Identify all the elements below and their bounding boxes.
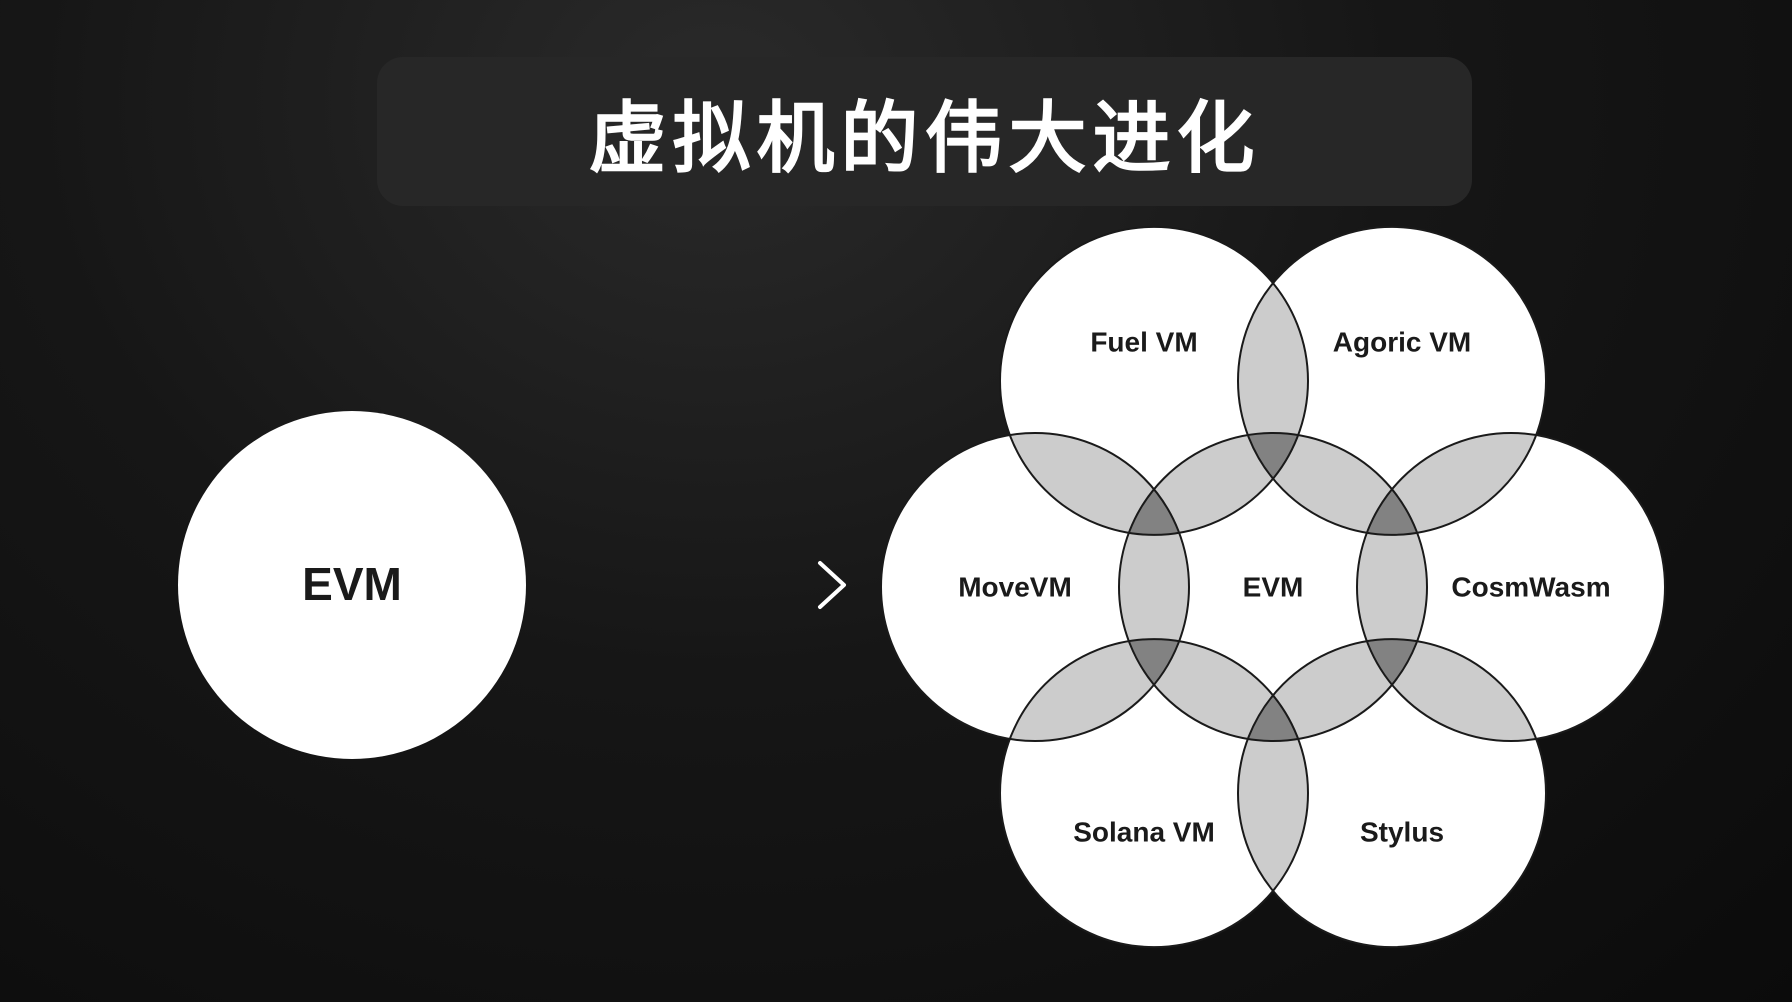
circle-outline [880, 432, 1190, 742]
title-banner: 虚拟机的伟大进化 [377, 57, 1472, 206]
circle-outline [1118, 432, 1428, 742]
circle-outline [1237, 225, 1547, 536]
label-petal-5: MoveVM [958, 571, 1072, 602]
circle-petal-5 [881, 433, 1189, 741]
overlap-region [1238, 433, 1427, 535]
circle-outline [999, 638, 1309, 949]
overlap-region [1357, 433, 1546, 535]
evm-source-label: EVM [302, 558, 402, 610]
arrow-icon [546, 561, 846, 609]
overlap-region [1119, 433, 1308, 535]
circle-outline [1237, 638, 1547, 949]
overlap-region [1238, 639, 1427, 741]
circle-outline [1356, 432, 1666, 742]
label-petal-3: Stylus [1360, 816, 1444, 847]
evm-source-circle [178, 411, 526, 759]
label-petal-1: Agoric VM [1333, 326, 1471, 357]
overlap-region [1000, 639, 1189, 741]
circle-outline [999, 225, 1309, 536]
page-title: 虚拟机的伟大进化 [588, 93, 1261, 184]
label-petal-0: Fuel VM [1090, 326, 1197, 357]
label-petal-2: CosmWasm [1451, 571, 1610, 602]
circle-petal-3 [1238, 639, 1546, 948]
overlap-region [1119, 639, 1308, 741]
overlap-region [1000, 433, 1189, 535]
label-petal-4: Solana VM [1073, 816, 1215, 847]
label-center: EVM [1243, 571, 1304, 602]
overlap-region [1357, 639, 1546, 741]
